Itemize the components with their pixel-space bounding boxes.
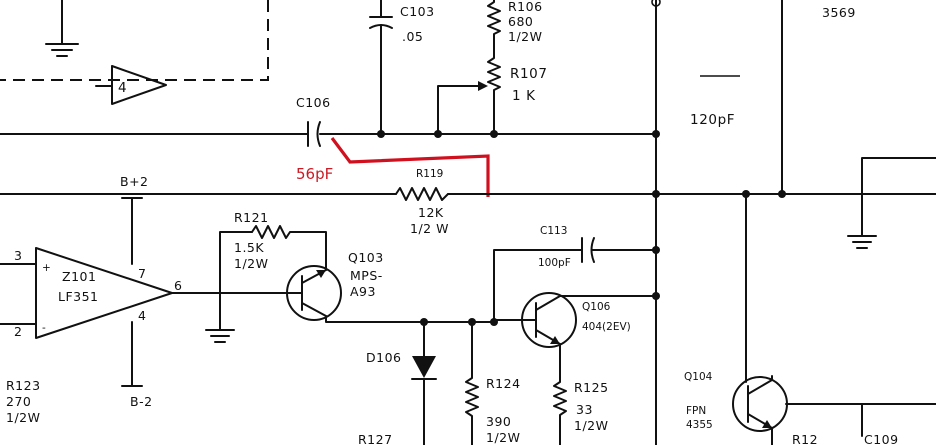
pin-3: 3 bbox=[14, 248, 22, 263]
c113-value: 100pF bbox=[538, 257, 571, 269]
r121-value: 1.5K bbox=[234, 240, 264, 255]
r123-power: 1/2W bbox=[6, 410, 40, 425]
added-cap-label: 56pF bbox=[296, 165, 333, 183]
transistor-q106: Q106 404(2EV) bbox=[493, 292, 660, 379]
capacitor-c103: C103 .05 bbox=[369, 0, 435, 135]
q106-ref: Q106 bbox=[582, 301, 611, 313]
d106-ref: D106 bbox=[366, 350, 401, 365]
top-right-label: 3569 bbox=[822, 5, 856, 20]
r121-power: 1/2W bbox=[234, 256, 268, 271]
r121-ref: R121 bbox=[234, 210, 269, 225]
resistor-r124: R124 390 1/2W bbox=[465, 321, 521, 445]
buffer-number: 4 bbox=[118, 80, 127, 96]
capacitor-c106: C106 bbox=[296, 95, 331, 147]
u101-ref: Z101 bbox=[62, 269, 96, 284]
bottom-label-r12: R12 bbox=[792, 432, 818, 445]
u101-part: LF351 bbox=[58, 289, 99, 304]
r123-ref: R123 bbox=[6, 378, 41, 393]
q104-part-1: FPN bbox=[686, 405, 706, 417]
r123-value: 270 bbox=[6, 394, 31, 409]
r124-value: 390 bbox=[486, 414, 511, 429]
dashed-enclosure bbox=[0, 0, 269, 81]
pin-7: 7 bbox=[138, 266, 146, 281]
r106-ref: R106 bbox=[508, 0, 543, 14]
resistor-r119: R119 12K 1/2 W bbox=[0, 168, 936, 236]
transistor-q103: Q103 MPS- A93 bbox=[286, 250, 498, 326]
r119-power: 1/2 W bbox=[410, 221, 449, 236]
q103-part-1: MPS- bbox=[350, 268, 383, 283]
resistor-r125-bottom: R125 33 1/2W bbox=[553, 377, 609, 445]
r125b-value: 33 bbox=[576, 402, 593, 417]
plus-sign: + bbox=[42, 262, 51, 274]
bottom-label-r127: R127 bbox=[358, 432, 393, 445]
r124-ref: R124 bbox=[486, 376, 521, 391]
ground-symbol-top-left bbox=[45, 0, 79, 57]
top-right-wire: 3569 bbox=[651, 0, 856, 195]
resistor-r121: R121 1.5K 1/2W bbox=[205, 210, 327, 343]
r106-power: 1/2W bbox=[508, 29, 542, 44]
input-bus-wire bbox=[0, 130, 660, 138]
q103-part-2: A93 bbox=[350, 284, 376, 299]
r119-ref: R119 bbox=[416, 168, 443, 180]
ground-symbol-right bbox=[847, 157, 936, 249]
r125b-ref: R125 bbox=[574, 380, 609, 395]
added-capacitor-modification: 56pF bbox=[296, 137, 490, 197]
transistor-q104: Q104 FPN 4355 bbox=[684, 193, 936, 445]
c113-ref: C113 bbox=[540, 225, 567, 237]
op-amp-z101: + - 3 2 7 6 4 B+2 B-2 Z101 LF351 bbox=[0, 174, 301, 409]
q106-part: 404(2EV) bbox=[582, 321, 631, 333]
pin-4: 4 bbox=[138, 308, 146, 323]
r124-power: 1/2W bbox=[486, 430, 520, 445]
supply-negative: B-2 bbox=[130, 394, 153, 409]
r107-value: 1 K bbox=[512, 88, 536, 104]
supply-positive: B+2 bbox=[120, 174, 149, 189]
q103-ref: Q103 bbox=[348, 250, 384, 265]
cap-120pf-label: 120pF bbox=[690, 112, 735, 128]
pin-2: 2 bbox=[14, 324, 22, 339]
r106-value: 680 bbox=[508, 14, 533, 29]
capacitor-c113: C113 100pF bbox=[493, 225, 660, 323]
resistor-r106: R106 680 1/2W bbox=[487, 0, 543, 44]
diode-d106: D106 bbox=[366, 321, 437, 445]
r125b-power: 1/2W bbox=[574, 418, 608, 433]
c103-value: .05 bbox=[402, 29, 423, 44]
buffer-amplifier-4: 4 bbox=[95, 65, 167, 105]
q104-part-2: 4355 bbox=[686, 419, 713, 431]
potentiometer-r107: R107 1 K bbox=[437, 41, 548, 135]
resistor-r123-labels: R123 270 1/2W bbox=[6, 378, 41, 425]
c103-ref: C103 bbox=[400, 4, 435, 19]
c106-ref: C106 bbox=[296, 95, 331, 110]
r119-value: 12K bbox=[418, 205, 444, 220]
r107-ref: R107 bbox=[510, 66, 548, 82]
minus-sign: - bbox=[42, 322, 46, 334]
bottom-label-c109: C109 bbox=[864, 432, 899, 445]
pin-6: 6 bbox=[174, 278, 182, 293]
q104-ref: Q104 bbox=[684, 371, 713, 383]
